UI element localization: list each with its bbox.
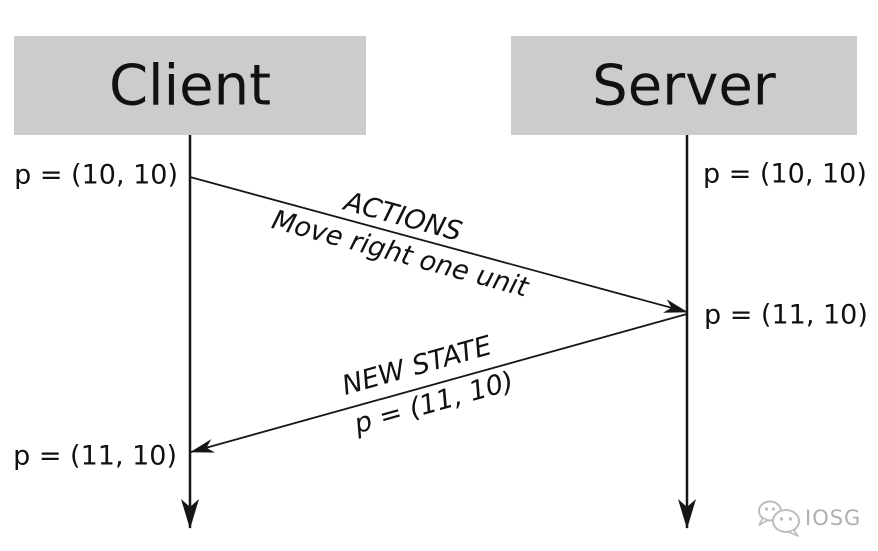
watermark-brand: IOSG xyxy=(805,506,861,530)
client-state-updated: p = (11, 10) xyxy=(13,441,177,472)
server-state-initial: p = (10, 10) xyxy=(703,159,867,190)
server-actor-box xyxy=(511,36,857,135)
message-arrow-actions xyxy=(189,176,688,313)
server-state-updated: p = (11, 10) xyxy=(704,300,868,331)
client-actor-box xyxy=(14,36,366,135)
message-arrow-new-state xyxy=(190,313,688,453)
server-actor-label: Server xyxy=(592,54,777,119)
wechat-icon xyxy=(758,500,800,537)
client-actor-label: Client xyxy=(109,54,271,119)
client-state-initial: p = (10, 10) xyxy=(14,160,178,191)
